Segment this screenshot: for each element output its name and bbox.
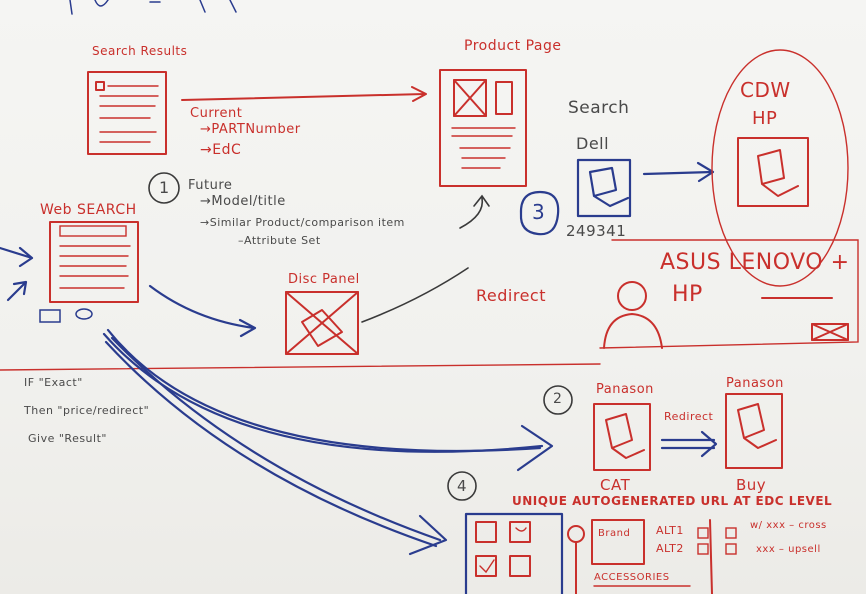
product-page-label: Product Page bbox=[464, 38, 562, 54]
panasonic-buy-sketch bbox=[725, 393, 783, 469]
panasonic-product-sketch bbox=[593, 403, 651, 471]
if-exact-label: IF "Exact" bbox=[24, 376, 83, 389]
incoming-arrow-1 bbox=[0, 246, 34, 268]
step-1-circle bbox=[148, 172, 180, 204]
small-mouse-icon bbox=[75, 308, 93, 320]
alt1-label: ALT1 bbox=[656, 524, 684, 537]
disc-panel-sketch bbox=[285, 291, 359, 355]
arrow-head-panasonic bbox=[516, 424, 554, 472]
alt2-label: ALT2 bbox=[656, 542, 684, 555]
disc-panel-connector bbox=[361, 267, 469, 323]
product-page-sketch bbox=[439, 69, 527, 187]
arrow-to-cdw bbox=[642, 161, 715, 183]
redirect-arrow bbox=[660, 430, 718, 458]
person-sketch bbox=[603, 281, 663, 349]
web-search-sketch bbox=[49, 221, 139, 303]
buy-label: Buy bbox=[736, 476, 767, 494]
attribute-set-label: –Attribute Set bbox=[238, 234, 321, 247]
asus-lenovo-label: ASUS LENOVO + bbox=[660, 250, 850, 275]
step-3-number: 3 bbox=[532, 200, 546, 224]
search-results-sketch bbox=[87, 71, 167, 155]
arrow-to-product-page bbox=[181, 86, 427, 102]
product-grid-sketch bbox=[464, 512, 564, 594]
redirect-small-label: Redirect bbox=[664, 410, 714, 423]
dell-label: Dell bbox=[576, 134, 610, 153]
redirect-label: Redirect bbox=[476, 286, 546, 305]
unique-url-label: UNIQUE AUTOGENERATED URL AT EDC LEVEL bbox=[512, 494, 833, 508]
step-2-number: 2 bbox=[553, 391, 563, 407]
current-label: Current bbox=[190, 106, 243, 121]
small-box-cross bbox=[811, 323, 849, 341]
cdw-label: CDW bbox=[740, 78, 791, 102]
similar-product-label: →Similar Product/comparison item bbox=[200, 216, 405, 229]
then-price-label: Then "price/redirect" bbox=[24, 404, 150, 417]
web-search-label: Web SEARCH bbox=[40, 202, 137, 218]
hp-label: HP bbox=[752, 108, 778, 129]
price-label: 249341 bbox=[566, 222, 627, 240]
step-1-number: 1 bbox=[159, 178, 170, 197]
arrow-to-panasonic-2 bbox=[102, 332, 544, 453]
edc-label: →EdC bbox=[200, 142, 242, 158]
small-laptop-icon bbox=[39, 309, 61, 323]
step-3-circle bbox=[519, 190, 560, 236]
upsell-label: xxx – upsell bbox=[756, 544, 821, 555]
arrow-up-to-product bbox=[459, 194, 490, 229]
cart-label: CAT bbox=[600, 476, 631, 494]
step-4-circle bbox=[447, 471, 477, 501]
arrow-to-step4-2 bbox=[104, 340, 438, 548]
hp-brand-label: HP bbox=[672, 282, 703, 307]
step-2-circle bbox=[543, 385, 573, 415]
model-title-label: →Model/title bbox=[200, 194, 286, 209]
search-label: Search bbox=[568, 98, 630, 118]
small-box-right bbox=[811, 323, 849, 341]
give-result-label: Give "Result" bbox=[28, 432, 107, 445]
accessories-label: ACCESSORIES bbox=[594, 572, 670, 583]
cdw-oval bbox=[711, 49, 849, 287]
brand-label: Brand bbox=[598, 528, 631, 539]
brand-bracket bbox=[599, 239, 859, 349]
step-4-number: 4 bbox=[457, 477, 468, 495]
dell-product-sketch bbox=[576, 158, 632, 218]
part-number-label: →PARTNumber bbox=[200, 122, 301, 137]
top-cutoff-scribble bbox=[69, 0, 237, 15]
arrow-to-step4 bbox=[110, 336, 442, 542]
future-label: Future bbox=[188, 178, 233, 193]
cross-sell-label: w/ xxx – cross bbox=[750, 520, 827, 531]
panasonic-label: Panason bbox=[596, 382, 654, 397]
panasonic-2-label: Panason bbox=[726, 376, 784, 391]
divider-line bbox=[0, 363, 601, 371]
cdw-product-sketch bbox=[737, 137, 809, 207]
arrow-head-step4 bbox=[408, 514, 448, 556]
incoming-arrow-2 bbox=[6, 280, 28, 302]
search-results-label: Search Results bbox=[92, 44, 188, 58]
arrow-to-disc-panel bbox=[148, 284, 257, 338]
disc-panel-label: Disc Panel bbox=[288, 272, 360, 287]
edc-detail-sketch bbox=[567, 519, 737, 594]
